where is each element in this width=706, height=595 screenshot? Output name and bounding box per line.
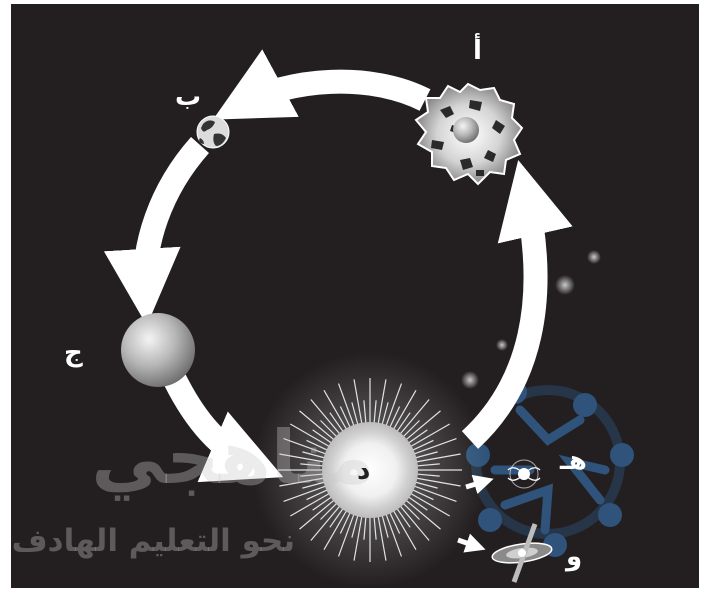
label-a: أ <box>473 38 482 64</box>
space-dust-dot <box>587 250 601 264</box>
space-dust-dot <box>461 371 479 389</box>
earth-planet-icon <box>197 116 229 148</box>
label-c: ج <box>64 340 83 366</box>
grey-sphere-icon <box>121 313 195 387</box>
label-f: و <box>566 544 582 570</box>
space-dust-dot <box>555 275 575 295</box>
watermark-tagline: نحو التعليم الهادف <box>45 523 295 559</box>
label-e: هـ <box>560 448 587 474</box>
label-b: ب <box>175 84 201 110</box>
label-d: د <box>357 458 370 484</box>
space-dust-dot <box>496 339 508 351</box>
